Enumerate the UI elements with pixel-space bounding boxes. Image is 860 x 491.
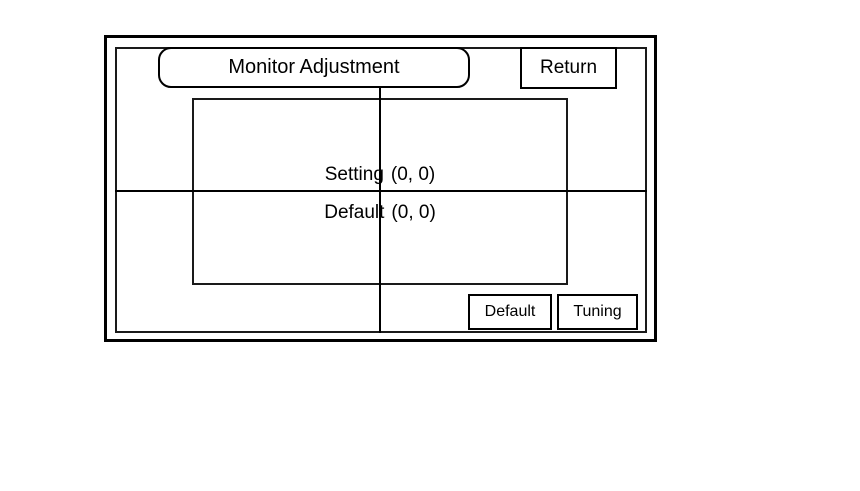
setting-label: Setting: [324, 164, 384, 185]
tuning-button-label: Tuning: [573, 303, 622, 320]
return-button-label: Return: [539, 57, 598, 78]
default-label: Default: [324, 202, 385, 223]
tuning-button[interactable]: Tuning: [557, 294, 638, 330]
page-title-plaque: Monitor Adjustment: [158, 47, 470, 88]
default-value: (0, 0): [391, 202, 436, 223]
default-button[interactable]: Default: [468, 294, 552, 330]
return-button[interactable]: Return: [520, 47, 617, 89]
default-button-label: Default: [484, 303, 536, 320]
crosshair-horizontal-line: [115, 190, 647, 192]
default-readout: Default (0, 0): [192, 202, 568, 224]
page-title: Monitor Adjustment: [228, 56, 400, 78]
crosshair-vertical-line: [379, 88, 381, 333]
setting-readout: Setting (0, 0): [192, 164, 568, 186]
setting-value: (0, 0): [390, 164, 436, 185]
